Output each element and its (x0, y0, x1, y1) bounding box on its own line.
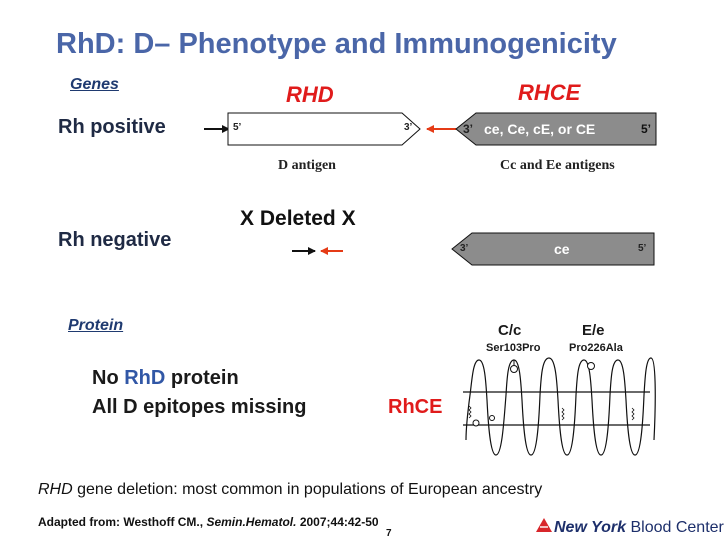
logo-blood-center: Blood Center (630, 519, 724, 536)
c-variant-name: C/c (498, 322, 522, 339)
e-variant-sub: Pro226Ala (569, 342, 623, 354)
rhd-protein-name: RhD (124, 367, 166, 389)
e-variant-name: E/e (582, 322, 605, 339)
deletion-note-text: gene deletion: most common in population… (77, 481, 543, 498)
e-variant-marker (587, 362, 595, 370)
rhce-3prime-label: 3’ (463, 122, 474, 136)
rhce-ce-gene-box (451, 232, 655, 266)
protein-heading: Protein (68, 317, 124, 334)
rhd-gene-box (227, 112, 421, 146)
deleted-x-left: X (240, 207, 255, 230)
ce-3prime-label: 3’ (460, 243, 469, 254)
small-marker-1 (472, 419, 480, 427)
nybc-logo: New York Blood Center (536, 519, 724, 537)
squiggle-1 (468, 405, 472, 419)
rhd-5prime-label: 5’ (233, 122, 242, 133)
c-variant-sub: Ser103Pro (486, 342, 541, 354)
reference-journal: Semin.Hematol. (206, 515, 297, 529)
no-rhd-protein-line: No RhD protein (92, 367, 239, 389)
logo-new-york: New York (554, 519, 627, 536)
rhd-gene-label: RHD (286, 82, 334, 107)
rhd-3prime-label: 3’ (404, 122, 413, 133)
deletion-note: RHD gene deletion: most common in popula… (38, 481, 542, 499)
rhce-5prime-label: 5’ (641, 122, 652, 136)
rhce-alleles-text: ce, Ce, cE, or CE (484, 121, 596, 137)
page-title: RhD: D– Phenotype and Immunogenicity (56, 28, 617, 60)
genes-heading: Genes (70, 76, 119, 93)
epitopes-missing-line: All D epitopes missing (92, 396, 307, 418)
rhce-protein-label: RhCE (388, 396, 443, 418)
page-number: 7 (386, 528, 392, 539)
deletion-note-gene: RHD (38, 481, 73, 498)
rhce-gene-label: RHCE (518, 80, 581, 105)
deleted-x-right: X (341, 207, 356, 230)
rh-positive-label: Rh positive (58, 116, 166, 138)
ce-5prime-label: 5’ (638, 243, 647, 254)
small-marker-2 (489, 415, 495, 421)
rh-negative-label: Rh negative (58, 229, 172, 251)
d-antigen-label: D antigen (278, 158, 336, 173)
reference-citation: Adapted from: Westhoff CM., Semin.Hemato… (38, 515, 379, 529)
squiggle-2 (561, 407, 565, 421)
rhce-gene-box (455, 112, 657, 146)
rhce-protein-chain (465, 357, 656, 456)
cc-ee-antigens-label: Cc and Ee antigens (500, 158, 615, 173)
c-variant-marker (510, 365, 518, 373)
deleted-text: Deleted (259, 207, 336, 230)
deleted-label: X Deleted X (240, 207, 356, 231)
ce-allele-text: ce (554, 241, 570, 257)
logo-mark-icon (536, 518, 552, 532)
squiggle-3 (631, 407, 635, 421)
